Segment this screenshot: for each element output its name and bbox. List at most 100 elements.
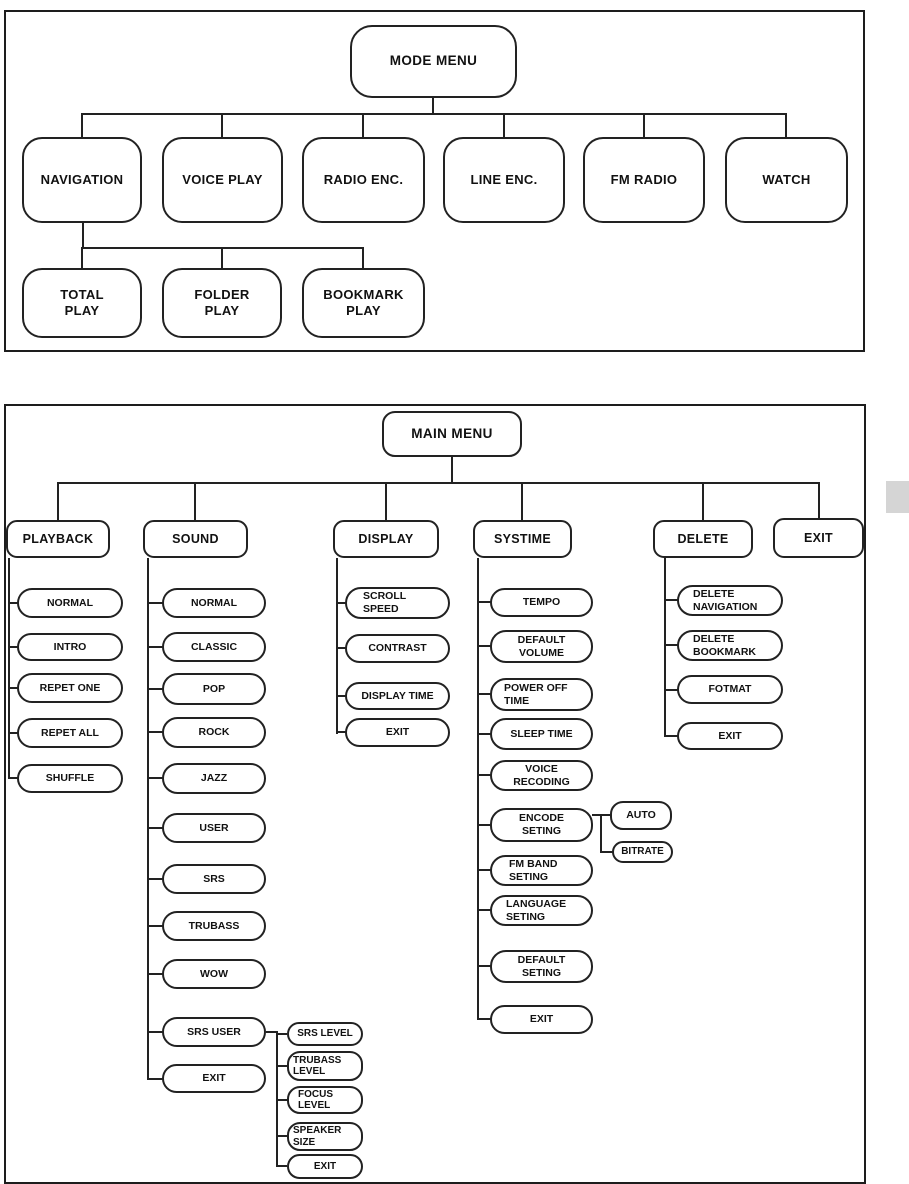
connector-line bbox=[600, 851, 613, 853]
node-display-exit: EXIT bbox=[345, 718, 450, 747]
node-power-off-time: POWER OFF TIME bbox=[490, 678, 593, 711]
connector-line bbox=[521, 482, 523, 520]
connector-line bbox=[600, 814, 602, 853]
connector-line bbox=[57, 482, 59, 520]
node-fm-radio: FM RADIO bbox=[583, 137, 705, 223]
node-playback-shuffle: SHUFFLE bbox=[17, 764, 123, 793]
connector-line bbox=[147, 602, 163, 604]
connector-line bbox=[147, 1031, 163, 1033]
connector-line bbox=[81, 247, 83, 268]
connector-line bbox=[147, 646, 163, 648]
connector-line bbox=[477, 965, 491, 967]
node-delete-exit: EXIT bbox=[677, 722, 783, 750]
connector-line bbox=[8, 732, 19, 734]
connector-line bbox=[477, 774, 491, 776]
connector-line bbox=[432, 98, 434, 115]
connector-line bbox=[785, 113, 787, 137]
node-sound-srs-user: SRS USER bbox=[162, 1017, 266, 1047]
node-srs-user-exit: EXIT bbox=[287, 1154, 363, 1179]
connector-line bbox=[643, 113, 645, 137]
connector-line bbox=[702, 482, 704, 520]
connector-line bbox=[477, 693, 491, 695]
node-delete-navigation: DELETE NAVIGATION bbox=[677, 585, 783, 616]
connector-line bbox=[221, 113, 223, 137]
node-systime-exit: EXIT bbox=[490, 1005, 593, 1034]
connector-line bbox=[8, 602, 19, 604]
node-playback-repet-one: REPET ONE bbox=[17, 673, 123, 703]
node-sound: SOUND bbox=[143, 520, 248, 558]
node-total-play: TOTAL PLAY bbox=[22, 268, 142, 338]
node-srs-level: SRS LEVEL bbox=[287, 1022, 363, 1046]
node-focus-level: FOCUS LEVEL bbox=[287, 1086, 363, 1114]
node-sound-trubass: TRUBASS bbox=[162, 911, 266, 941]
node-playback-intro: INTRO bbox=[17, 633, 123, 661]
page-section-tab bbox=[886, 481, 909, 513]
connector-line bbox=[477, 869, 491, 871]
node-encode-seting: ENCODE SETING bbox=[490, 808, 593, 842]
node-sound-normal: NORMAL bbox=[162, 588, 266, 618]
connector-line bbox=[818, 482, 820, 518]
connector-line bbox=[451, 457, 453, 484]
node-mode-menu: MODE MENU bbox=[350, 25, 517, 98]
node-sound-classic: CLASSIC bbox=[162, 632, 266, 662]
connector-line bbox=[276, 1165, 287, 1167]
connector-line bbox=[477, 909, 491, 911]
connector-line bbox=[336, 695, 346, 697]
node-sound-srs: SRS bbox=[162, 864, 266, 894]
node-sound-user: USER bbox=[162, 813, 266, 843]
connector-line bbox=[477, 601, 491, 603]
node-auto: AUTO bbox=[610, 801, 672, 830]
connector-line bbox=[194, 482, 196, 520]
connector-line bbox=[147, 925, 163, 927]
node-playback-normal: NORMAL bbox=[17, 588, 123, 618]
connector-line bbox=[147, 878, 163, 880]
node-contrast: CONTRAST bbox=[345, 634, 450, 663]
connector-line bbox=[362, 247, 364, 268]
connector-line bbox=[82, 113, 787, 115]
node-tempo: TEMPO bbox=[490, 588, 593, 617]
connector-line bbox=[82, 247, 364, 249]
node-bookmark-play: BOOKMARK PLAY bbox=[302, 268, 425, 338]
connector-line bbox=[477, 733, 491, 735]
connector-line bbox=[336, 558, 338, 734]
connector-line bbox=[276, 1099, 287, 1101]
connector-line bbox=[266, 1031, 278, 1033]
connector-line bbox=[336, 731, 346, 733]
connector-line bbox=[664, 599, 678, 601]
connector-line bbox=[336, 602, 346, 604]
connector-line bbox=[8, 777, 19, 779]
node-delete-bookmark: DELETE BOOKMARK bbox=[677, 630, 783, 661]
node-sleep-time: SLEEP TIME bbox=[490, 718, 593, 750]
connector-line bbox=[276, 1065, 287, 1067]
node-delete: DELETE bbox=[653, 520, 753, 558]
connector-line bbox=[664, 689, 678, 691]
connector-line bbox=[664, 735, 678, 737]
connector-line bbox=[477, 1018, 491, 1020]
node-bitrate: BITRATE bbox=[612, 841, 673, 863]
node-folder-play: FOLDER PLAY bbox=[162, 268, 282, 338]
connector-line bbox=[147, 777, 163, 779]
node-fotmat: FOTMAT bbox=[677, 675, 783, 704]
node-fm-band-seting: FM BAND SETING bbox=[490, 855, 593, 886]
connector-line bbox=[147, 688, 163, 690]
node-trubass-level: TRUBASS LEVEL bbox=[287, 1051, 363, 1081]
connector-line bbox=[276, 1033, 287, 1035]
connector-line bbox=[477, 558, 479, 1020]
node-default-volume: DEFAULT VOLUME bbox=[490, 630, 593, 663]
node-sound-wow: WOW bbox=[162, 959, 266, 989]
node-display: DISPLAY bbox=[333, 520, 439, 558]
node-voice-recoding: VOICE RECODING bbox=[490, 760, 593, 791]
node-sound-pop: POP bbox=[162, 673, 266, 705]
node-speaker-size: SPEAKER SIZE bbox=[287, 1122, 363, 1151]
connector-line bbox=[276, 1135, 287, 1137]
node-exit: EXIT bbox=[773, 518, 864, 558]
connector-line bbox=[477, 824, 491, 826]
node-sound-rock: ROCK bbox=[162, 717, 266, 748]
node-voice-play: VOICE PLAY bbox=[162, 137, 283, 223]
node-playback: PLAYBACK bbox=[6, 520, 110, 558]
connector-line bbox=[81, 113, 83, 137]
node-language-seting: LANGUAGE SETING bbox=[490, 895, 593, 926]
connector-line bbox=[385, 482, 387, 520]
connector-line bbox=[147, 731, 163, 733]
